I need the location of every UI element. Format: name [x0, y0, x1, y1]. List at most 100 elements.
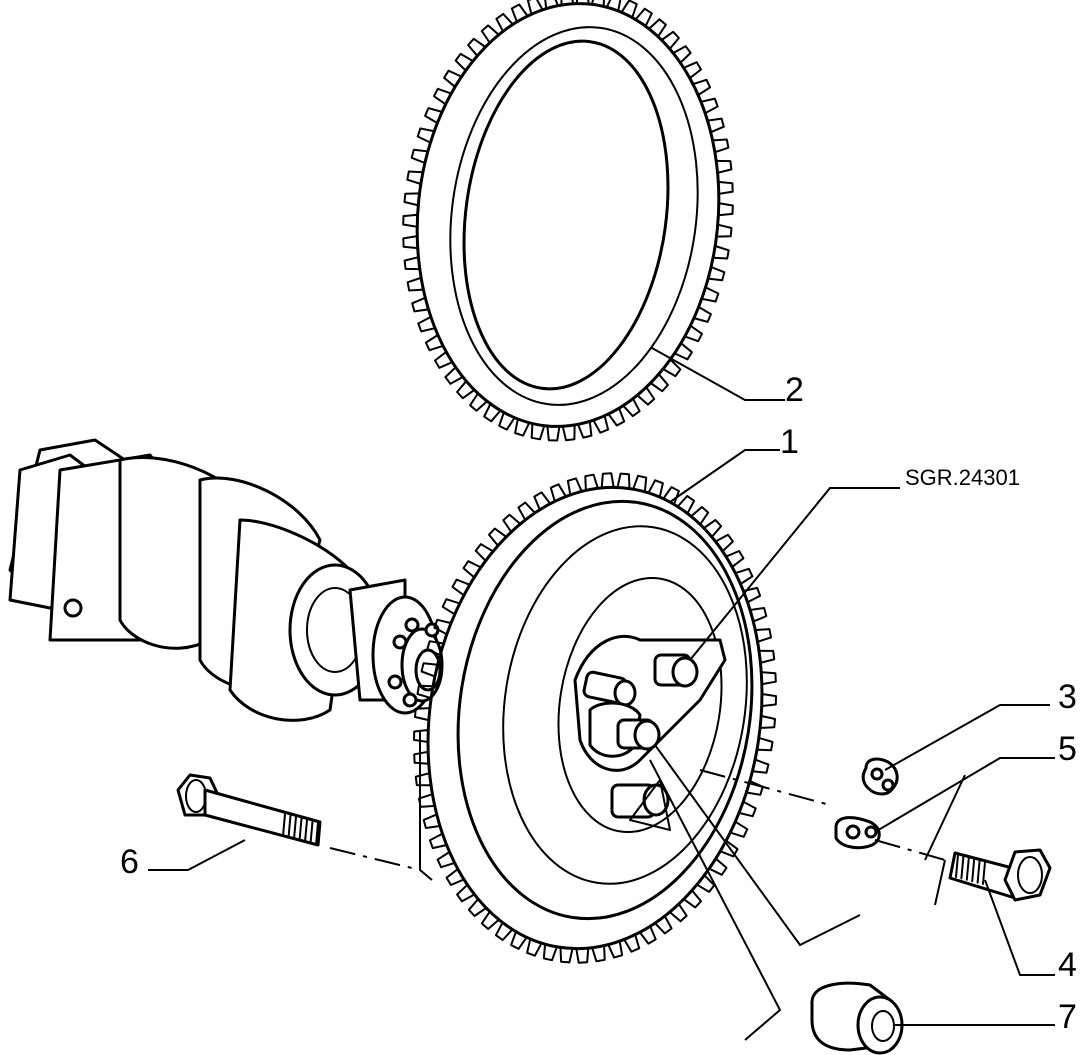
thread-line	[315, 822, 319, 846]
gear-tooth	[414, 707, 431, 722]
gear-tooth	[403, 192, 421, 207]
thread-line	[976, 859, 981, 884]
gear-tooth	[467, 37, 487, 57]
leader-4	[984, 879, 1055, 976]
callout-5: 5	[1058, 730, 1077, 768]
leader-3	[884, 704, 1050, 771]
gear-tooth	[668, 903, 688, 923]
gear-tooth	[616, 472, 631, 490]
bolt-6-thread	[282, 813, 319, 846]
gear-tooth	[760, 693, 777, 707]
gear-tooth	[591, 944, 606, 963]
gear-tooth	[749, 607, 768, 623]
gear-tooth	[417, 315, 436, 333]
gear-tooth	[700, 97, 719, 115]
gear-tooth	[725, 550, 745, 568]
gear-tooth	[729, 820, 749, 838]
gear-tooth	[480, 24, 500, 44]
gear-tooth	[517, 501, 536, 521]
gear-tooth	[647, 479, 664, 498]
gear-tooth	[700, 286, 720, 303]
gear-tooth	[402, 213, 419, 228]
gear-tooth	[514, 418, 531, 437]
gear-tooth	[542, 943, 558, 962]
gear-tooth	[607, 940, 624, 959]
gear-tooth	[526, 0, 544, 16]
gear-tooth	[758, 649, 776, 664]
gear-tooth	[433, 618, 452, 636]
gear-tooth	[708, 857, 728, 876]
thread-line	[960, 855, 965, 880]
crankshaft	[8, 438, 444, 722]
gear-tooth	[480, 910, 500, 930]
gear-tooth	[712, 245, 730, 260]
gear-tooth	[717, 180, 734, 195]
gear-tooth	[682, 889, 702, 909]
gear-tooth	[634, 7, 653, 28]
gear-tooth	[424, 334, 444, 352]
gear-tooth	[759, 714, 776, 729]
callout-ref: SGR.24301	[905, 465, 1020, 490]
thread-line	[298, 817, 303, 842]
gear-tooth	[682, 61, 702, 80]
gear-tooth	[502, 513, 522, 533]
gear-tooth	[424, 107, 443, 124]
gear-tooth	[690, 506, 710, 526]
thread-line	[965, 856, 970, 881]
gear-tooth	[498, 411, 516, 431]
gear-tooth	[692, 78, 712, 96]
thread-line	[287, 814, 292, 839]
gear-tooth	[510, 3, 529, 23]
callout-4: 4	[1058, 946, 1077, 984]
gear-tooth	[441, 598, 461, 616]
thread-line	[282, 813, 286, 837]
gear-tooth	[702, 519, 723, 538]
lock-plate-3	[861, 757, 899, 796]
gear-tooth	[577, 420, 593, 439]
gear-tooth	[533, 491, 552, 511]
leader-lines	[148, 347, 1055, 1026]
gear-tooth	[451, 578, 471, 597]
gear-tooth	[526, 938, 543, 957]
gear-tooth	[745, 780, 764, 796]
gear-tooth	[600, 472, 615, 489]
gear-tooth	[510, 930, 528, 950]
thread-line	[304, 819, 308, 843]
gear-tooth	[420, 662, 439, 678]
gear-tooth	[623, 933, 641, 953]
gear-tooth	[638, 925, 657, 945]
callout-1: 1	[780, 423, 799, 461]
gear-tooth	[707, 266, 726, 282]
gear-tooth	[549, 483, 567, 503]
gear-tooth	[544, 0, 559, 10]
gear-tooth	[738, 800, 757, 818]
gear-tooth	[456, 883, 476, 903]
gear-tooth	[742, 586, 762, 604]
gear-tooth	[467, 898, 488, 917]
gear-tooth	[402, 235, 419, 250]
gear-tooth	[411, 296, 430, 313]
gear-tooth	[483, 402, 502, 423]
callout-3: 3	[1058, 678, 1077, 716]
flywheel-teeth	[413, 472, 777, 964]
gear-tooth	[422, 813, 441, 829]
gear-tooth	[632, 474, 648, 493]
gear-tooth	[456, 380, 476, 400]
callout-7: 7	[1058, 998, 1077, 1036]
callout-6: 6	[120, 843, 139, 881]
gear-tooth	[754, 628, 772, 643]
gear-tooth	[676, 495, 696, 515]
gear-tooth	[717, 202, 734, 217]
thread-line	[982, 861, 986, 885]
gear-tooth	[620, 0, 638, 19]
bolt-4-thread	[955, 854, 986, 885]
bolt-6	[176, 773, 322, 847]
gear-tooth	[584, 473, 599, 492]
gear-tooth	[445, 868, 465, 886]
gear-tooth	[413, 729, 430, 743]
gear-tooth	[693, 306, 712, 323]
gear-tooth	[648, 18, 667, 38]
gear-tooth	[403, 256, 421, 271]
gear-tooth	[715, 159, 733, 174]
gear-tooth	[434, 350, 454, 369]
